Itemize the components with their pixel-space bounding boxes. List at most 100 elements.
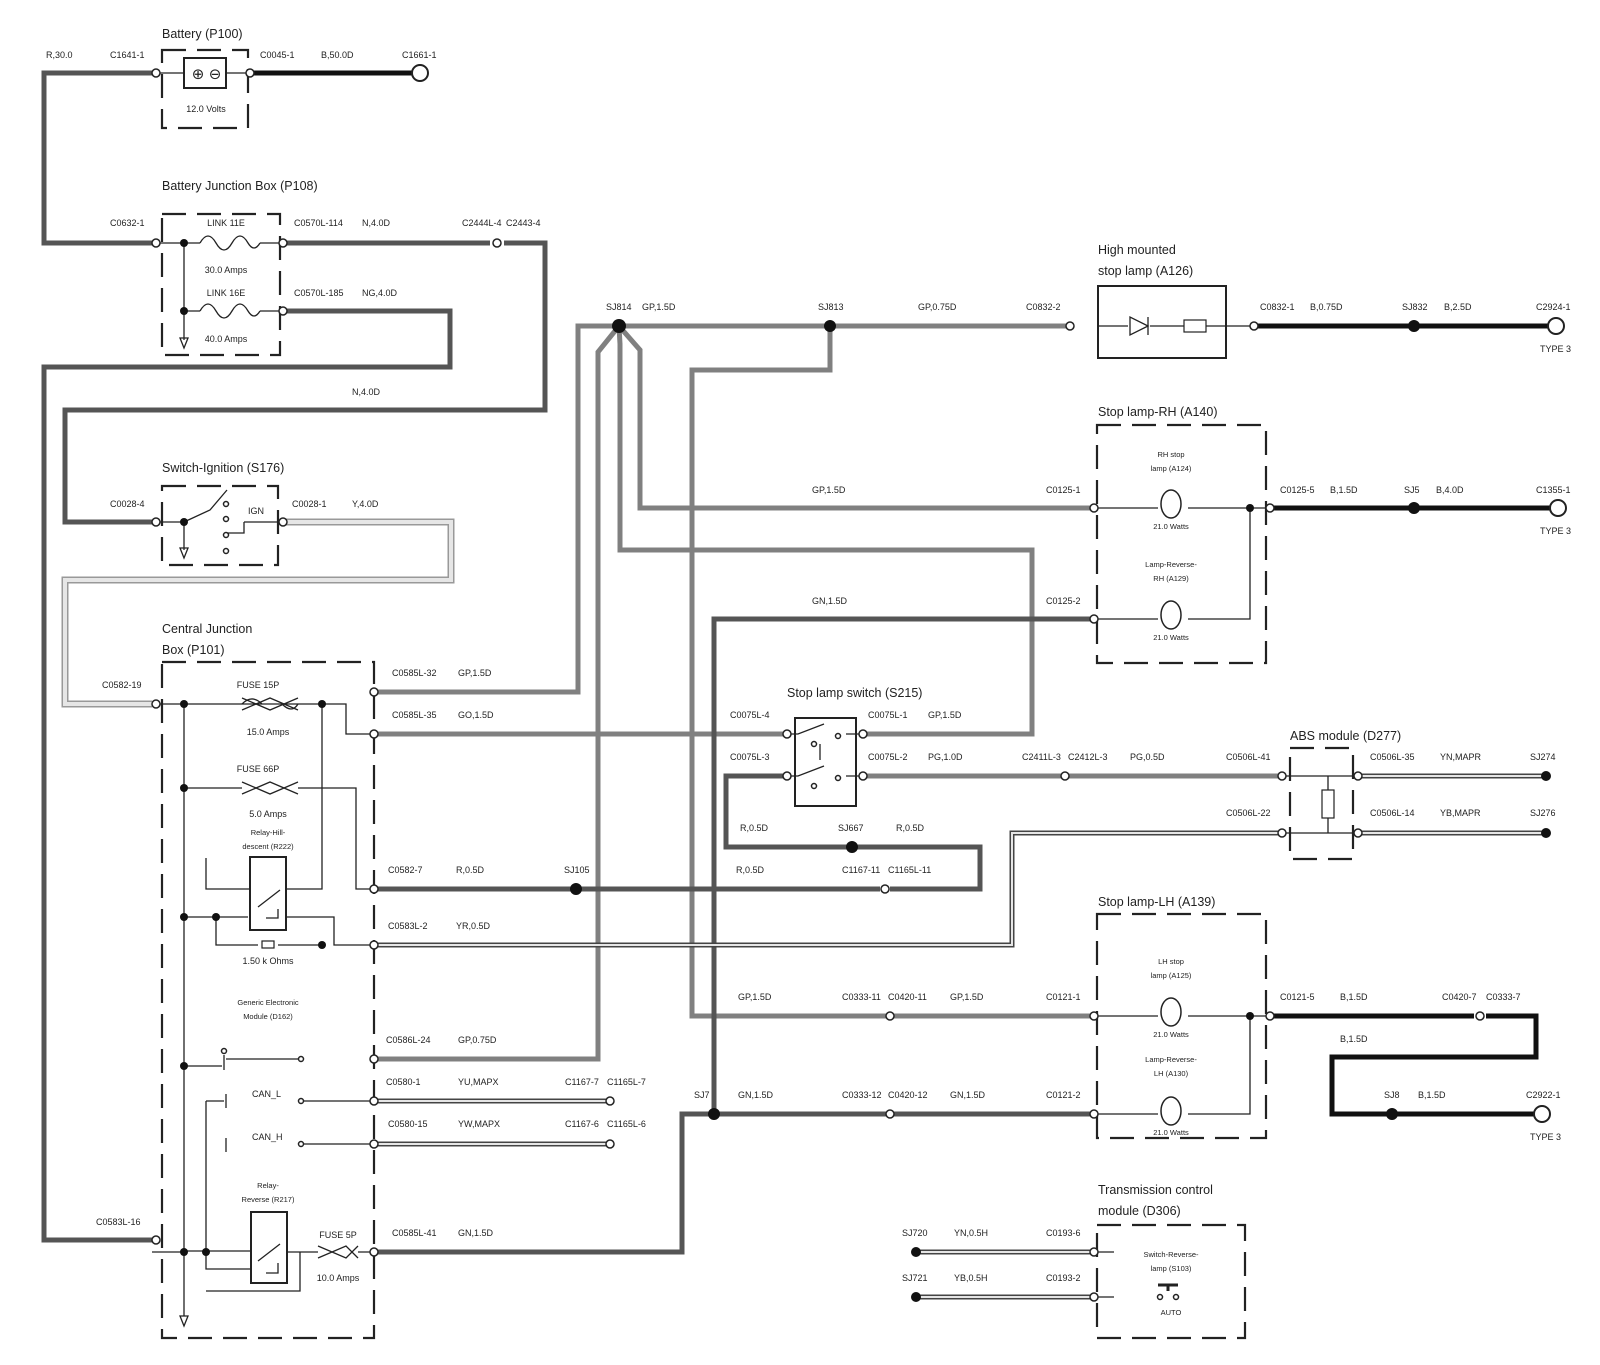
bulb-icon — [1160, 997, 1182, 1027]
ground-terminal-icon — [1549, 499, 1567, 517]
splice-label: SJ813 — [818, 302, 844, 312]
connector-label: C0075L-3 — [730, 752, 770, 762]
connector-label: C1661-1 — [402, 50, 437, 60]
connector-pin — [1353, 771, 1363, 781]
lamp-label: LH stop — [1158, 957, 1184, 966]
fuse-15p-shape — [241, 697, 299, 711]
connector-label: C2444L-4 — [462, 218, 502, 228]
bulb-icon — [1160, 600, 1182, 630]
wire-label: YB,MAPR — [1440, 808, 1481, 818]
splice-dot — [911, 1292, 921, 1302]
wire-label: YU,MAPX — [458, 1077, 499, 1087]
wire-label: YN,0.5H — [954, 1228, 988, 1238]
connector-label: C2922-1 — [1526, 1090, 1561, 1100]
splice-label: SJ8 — [1384, 1090, 1400, 1100]
relay-label: Relay-Hill- — [251, 828, 286, 837]
relay-label: Relay- — [257, 1181, 279, 1190]
battery-title: Battery (P100) — [162, 27, 243, 41]
connector-pin — [605, 1096, 615, 1106]
cjb-title: Box (P101) — [162, 643, 225, 657]
resistor-icon — [1321, 789, 1335, 819]
connector-label: C0832-2 — [1026, 302, 1061, 312]
ignition-pos-label: IGN — [248, 506, 264, 516]
connector-pin — [151, 1235, 161, 1245]
splice-label: SJ105 — [564, 865, 590, 875]
wire-battery-feed — [41, 70, 152, 246]
connector-label: C0075L-4 — [730, 710, 770, 720]
fuse-rating: 40.0 Amps — [205, 334, 248, 344]
high-mounted-title: stop lamp (A126) — [1098, 264, 1193, 278]
wire-label: N,4.0D — [362, 218, 391, 228]
connector-pin — [782, 729, 792, 739]
relay-label: descent (R222) — [242, 842, 294, 851]
connector-label: C0420-11 — [888, 992, 927, 1002]
wire-gp-sj814-switch — [616, 325, 1035, 737]
wire-label: GN,1.5D — [812, 596, 848, 606]
fuse-rating: 30.0 Amps — [205, 265, 248, 275]
connector-pin — [151, 238, 161, 248]
ground-arrow-icon — [179, 547, 189, 560]
splice-label: SJ720 — [902, 1228, 928, 1238]
connector-label: C1167-6 — [565, 1119, 599, 1129]
connector-label: C2443-4 — [506, 218, 541, 228]
splice-label: SJ5 — [1404, 485, 1420, 495]
ground-terminal-icon — [411, 64, 429, 82]
bjb-enclosure — [160, 212, 282, 357]
resistor-label: 1.50 k Ohms — [242, 956, 294, 966]
lamp-wattage: 21.0 Watts — [1153, 1128, 1189, 1137]
wire-label: PG,1.0D — [928, 752, 963, 762]
relay-reverse-box — [250, 1211, 288, 1284]
connector-pin — [492, 238, 502, 248]
wire-label: YW,MAPX — [458, 1119, 500, 1129]
wire-label: B,1.5D — [1340, 1034, 1368, 1044]
fuse-label: LINK 11E — [207, 218, 245, 228]
lamp-label: LH (A130) — [1154, 1069, 1189, 1078]
connector-label: C0632-1 — [110, 218, 145, 228]
wire-gn-1-5d-rh — [711, 616, 1090, 1114]
labels: Battery (P100) 12.0 Volts R,30.0 C1641-1… — [46, 27, 1571, 1317]
wire-label: GP,1.5D — [642, 302, 676, 312]
fuse-15p-icon — [241, 698, 299, 710]
splice-label: SJ7 — [694, 1090, 710, 1100]
splice-dots — [180, 239, 1551, 1302]
can-label: CAN_L — [252, 1089, 281, 1099]
splice-dot — [708, 1108, 720, 1120]
wire-gp-1-5d-lh — [689, 326, 1090, 1019]
ignition-enclosure — [160, 484, 280, 567]
connector-label: C1167-7 — [565, 1077, 599, 1087]
wire-ground-lh — [1270, 1013, 1539, 1117]
lamp-label: lamp (A124) — [1151, 464, 1192, 473]
connector-pin — [1277, 771, 1287, 781]
lamp-label: RH (A129) — [1153, 574, 1189, 583]
connector-label: C2924-1 — [1536, 302, 1571, 312]
connector-label: C0333-11 — [842, 992, 881, 1002]
wire-gp-1-5d-rh — [617, 324, 1090, 511]
connector-label: TYPE 3 — [1540, 344, 1571, 354]
bulb-icon — [1160, 489, 1182, 519]
connector-pin — [369, 884, 379, 894]
battery-plus-icon: ⊕ — [192, 66, 205, 83]
connector-label: C0583L-2 — [388, 921, 428, 931]
connector-label: C0121-1 — [1046, 992, 1081, 1002]
connector-label: TYPE 3 — [1530, 1132, 1561, 1142]
connector-label: C0121-5 — [1280, 992, 1315, 1002]
link-16e-fuse-icon — [199, 303, 261, 319]
connector-pin — [245, 68, 255, 78]
ground-arrow-icon — [179, 1315, 189, 1328]
connector-pin — [369, 1096, 379, 1106]
splice-dot — [1408, 502, 1420, 514]
connector-label: C0045-1 — [260, 50, 295, 60]
connector-pin — [278, 517, 288, 527]
connector-label: C0075L-1 — [868, 710, 908, 720]
connector-label: C0583L-16 — [96, 1217, 141, 1227]
connector-label: C0580-15 — [388, 1119, 428, 1129]
gem-label: Module (D162) — [243, 1012, 293, 1021]
connector-label: C2412L-3 — [1068, 752, 1108, 762]
abs-title: ABS module (D277) — [1290, 729, 1401, 743]
connector-pin — [1065, 321, 1075, 331]
wire-label: B,1.5D — [1330, 485, 1358, 495]
fuse-label: FUSE 15P — [237, 680, 280, 690]
high-mounted-stop-lamp-box — [1097, 285, 1227, 359]
wire-label: GP,1.5D — [812, 485, 846, 495]
connector-pin — [1249, 321, 1259, 331]
